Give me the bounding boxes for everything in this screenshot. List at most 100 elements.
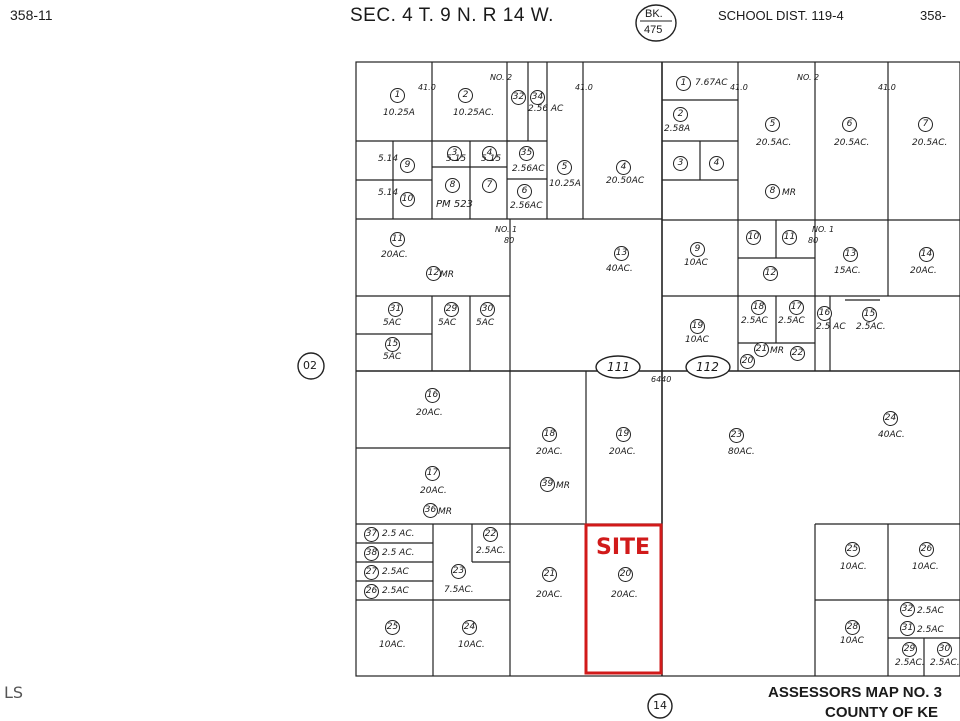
parcel-acreage: 10.25A	[383, 108, 415, 118]
parcel-acreage: MR	[782, 188, 797, 198]
no2-left: NO. 2	[490, 73, 513, 82]
parcel-acreage: 20AC.	[611, 590, 638, 600]
parcel-number-26: 26	[919, 542, 934, 557]
parcel-number-4: 4	[709, 156, 724, 171]
parcel-acreage: 2.5AC	[382, 586, 409, 596]
parcel-number-13: 13	[614, 246, 629, 261]
parcel-acreage: 10.25AC.	[453, 108, 495, 118]
page-number-left: 358-11	[10, 7, 53, 23]
parcel-number-1: 1	[676, 76, 691, 91]
parcel-acreage: 20.50AC	[606, 176, 645, 186]
parcel-acreage: 20AC.	[536, 590, 563, 600]
dim-41-mid: 41.0	[575, 83, 593, 92]
parcel-number-10: 10	[746, 230, 761, 245]
parcel-number-20: 20	[740, 354, 755, 369]
parcel-number-16: 16	[425, 388, 440, 403]
parcel-acreage: 2.56AC	[510, 201, 543, 211]
parcel-acreage: 5.14	[378, 188, 399, 198]
parcel-acreage: 10AC	[685, 335, 709, 345]
parcel-number-29: 29	[444, 302, 459, 317]
parcel-number-11: 11	[390, 232, 405, 247]
parcel-number-2: 2	[673, 107, 688, 122]
parcel-number-22: 22	[483, 527, 498, 542]
parcel-acreage: 10AC.	[458, 640, 485, 650]
parcel-acreage: MR	[438, 507, 453, 517]
no1-right: NO. 1	[812, 225, 835, 234]
parcel-number-19: 19	[616, 427, 631, 442]
parcel-acreage: 20.5AC.	[912, 138, 948, 148]
parcel-number-9: 9	[690, 242, 705, 257]
parcel-number-15: 15	[385, 337, 400, 352]
parcel-number-12: 12	[763, 266, 778, 281]
parcel-acreage: 2.5 AC	[816, 322, 846, 332]
section-title: SEC. 4 T. 9 N. R 14 W.	[350, 5, 554, 26]
parcel-number-21: 21	[754, 342, 769, 357]
parcel-number-23: 23	[451, 564, 466, 579]
parcel-number-24: 24	[883, 411, 898, 426]
parcel-number-7: 7	[918, 117, 933, 132]
parcel-acreage: 40AC.	[606, 264, 633, 274]
parcel-acreage: 2.5 AC.	[382, 548, 415, 558]
parcel-acreage: 20AC.	[910, 266, 937, 276]
parcel-number-14: 14	[919, 247, 934, 262]
parcel-acreage: 15AC.	[834, 266, 861, 276]
parcel-acreage: 5.15	[446, 154, 467, 164]
parcel-number-31: 31	[388, 302, 403, 317]
parcel-number-4: 4	[482, 146, 497, 161]
parcel-number-22: 22	[790, 346, 805, 361]
parcel-acreage: 20AC.	[536, 447, 563, 457]
parcel-number-32: 32	[900, 602, 915, 617]
parcel-number-9: 9	[400, 158, 415, 173]
parcel-number-26: 26	[364, 584, 379, 599]
parcel-number-8: 8	[765, 184, 780, 199]
county-label: COUNTY OF KE	[825, 704, 939, 721]
pm523-label: PM 523	[436, 199, 473, 210]
parcel-number-12: 12	[426, 266, 441, 281]
parcel-acreage: 20.5AC.	[834, 138, 870, 148]
parcel-number-25: 25	[385, 620, 400, 635]
parcel-number-2: 2	[458, 88, 473, 103]
parcel-number-37: 37	[364, 527, 379, 542]
parcel-acreage: 2.5AC.	[895, 658, 925, 668]
parcel-number-29: 29	[902, 642, 917, 657]
parcel-acreage: 2.5AC	[778, 316, 805, 326]
block-112-label: 112	[696, 360, 719, 374]
dim-41-right: 41.0	[878, 83, 896, 92]
parcel-acreage: 20.5AC.	[756, 138, 792, 148]
parcel-acreage: 2.56AC	[512, 164, 545, 174]
parcel-acreage: 7.67AC	[695, 78, 728, 88]
book-number: 475	[644, 24, 663, 36]
parcel-number-13: 13	[843, 247, 858, 262]
parcel-number-31: 31	[900, 621, 915, 636]
parcel-number-38: 38	[364, 546, 379, 561]
parcel-number-10: 10	[400, 192, 415, 207]
parcel-number-3: 3	[673, 156, 688, 171]
parcel-number-28: 28	[845, 620, 860, 635]
parcel-acreage: 20AC.	[416, 408, 443, 418]
dim-41-midr: 41.0	[730, 83, 748, 92]
parcel-number-6: 6	[517, 184, 532, 199]
parcel-acreage: 2.5AC	[741, 316, 768, 326]
parcel-acreage: 2.5AC.	[476, 546, 506, 556]
parcel-acreage: 2.5AC.	[930, 658, 960, 668]
parcel-acreage: 10AC.	[912, 562, 939, 572]
block-111-label: 111	[607, 360, 630, 374]
parcel-number-4: 4	[616, 160, 631, 175]
parcel-acreage: 2.56 AC	[528, 104, 564, 114]
parcel-acreage: 5AC	[438, 318, 457, 328]
school-district: SCHOOL DIST. 119-4	[718, 8, 844, 23]
dim-6440: 6440	[651, 375, 672, 384]
parcel-acreage: 10AC.	[379, 640, 406, 650]
parcel-number-27: 27	[364, 565, 379, 580]
parcel-number-23: 23	[729, 428, 744, 443]
parcel-number-18: 18	[751, 300, 766, 315]
parcel-number-5: 5	[557, 160, 572, 175]
parcel-acreage: 10AC	[840, 636, 864, 646]
parcel-number-5: 5	[765, 117, 780, 132]
map-title: ASSESSORS MAP NO. 3	[768, 684, 942, 701]
parcel-number-30: 30	[480, 302, 495, 317]
dim-41-left: 41.0	[418, 83, 436, 92]
parcel-number-21: 21	[542, 567, 557, 582]
parcel-acreage: 80AC.	[728, 447, 755, 457]
no1-left: NO. 1	[495, 225, 518, 234]
